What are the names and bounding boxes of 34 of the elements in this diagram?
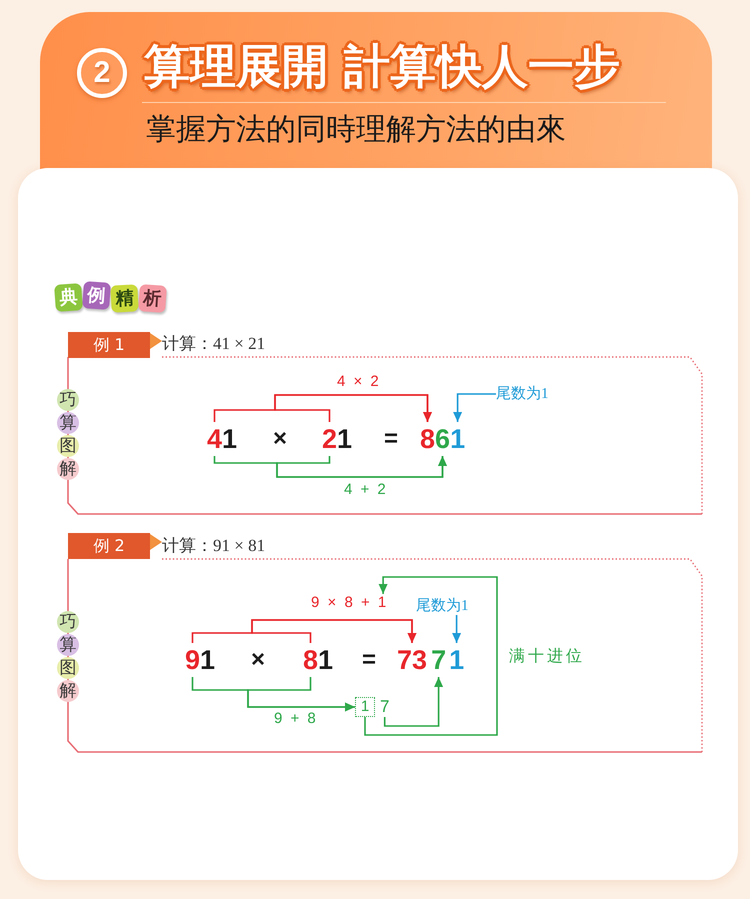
arrow (276, 456, 447, 478)
arrow (251, 619, 416, 643)
formula-text: 9 × 8 + 1 (311, 594, 388, 612)
example-heading: 计算：91 × 81 (162, 535, 266, 557)
example-panel (56, 533, 704, 755)
edge-label: 4 + 2 (344, 481, 388, 499)
subtitle-text: 掌握方法的同時理解方法的由來 (146, 113, 566, 147)
number-text: 81 (303, 643, 334, 677)
math-symbol: × (273, 424, 288, 454)
math-symbol: × (251, 645, 266, 675)
edge-label: 4 × 2 (337, 373, 381, 391)
carry-digit-box: 1 (355, 697, 375, 717)
number-text: 861 (420, 422, 466, 456)
example-panel (56, 332, 704, 516)
step-number: 2 (77, 48, 127, 98)
number-text: 91 (185, 643, 216, 677)
arrow (452, 615, 462, 643)
number-text: 21 (322, 422, 352, 456)
arrow (384, 677, 444, 727)
arrow (274, 394, 432, 422)
annotation-text: 尾数为1 (416, 597, 468, 615)
title-text: 算理展開 計算快人一步 (144, 40, 620, 92)
digit-text: 7 (380, 697, 390, 717)
math-symbol: = (384, 424, 398, 454)
example-heading: 计算：41 × 21 (162, 333, 266, 355)
edge-label: 9 + 8 (274, 710, 318, 728)
annotation-text: 尾数为1 (496, 385, 548, 403)
number-text: 7371 (397, 643, 464, 677)
arrow (247, 677, 355, 712)
edge-label: 满十进位 (509, 648, 585, 666)
arrow (453, 393, 496, 422)
math-symbol: = (362, 645, 376, 675)
arrow (364, 576, 498, 736)
number-text: 41 (207, 422, 238, 456)
